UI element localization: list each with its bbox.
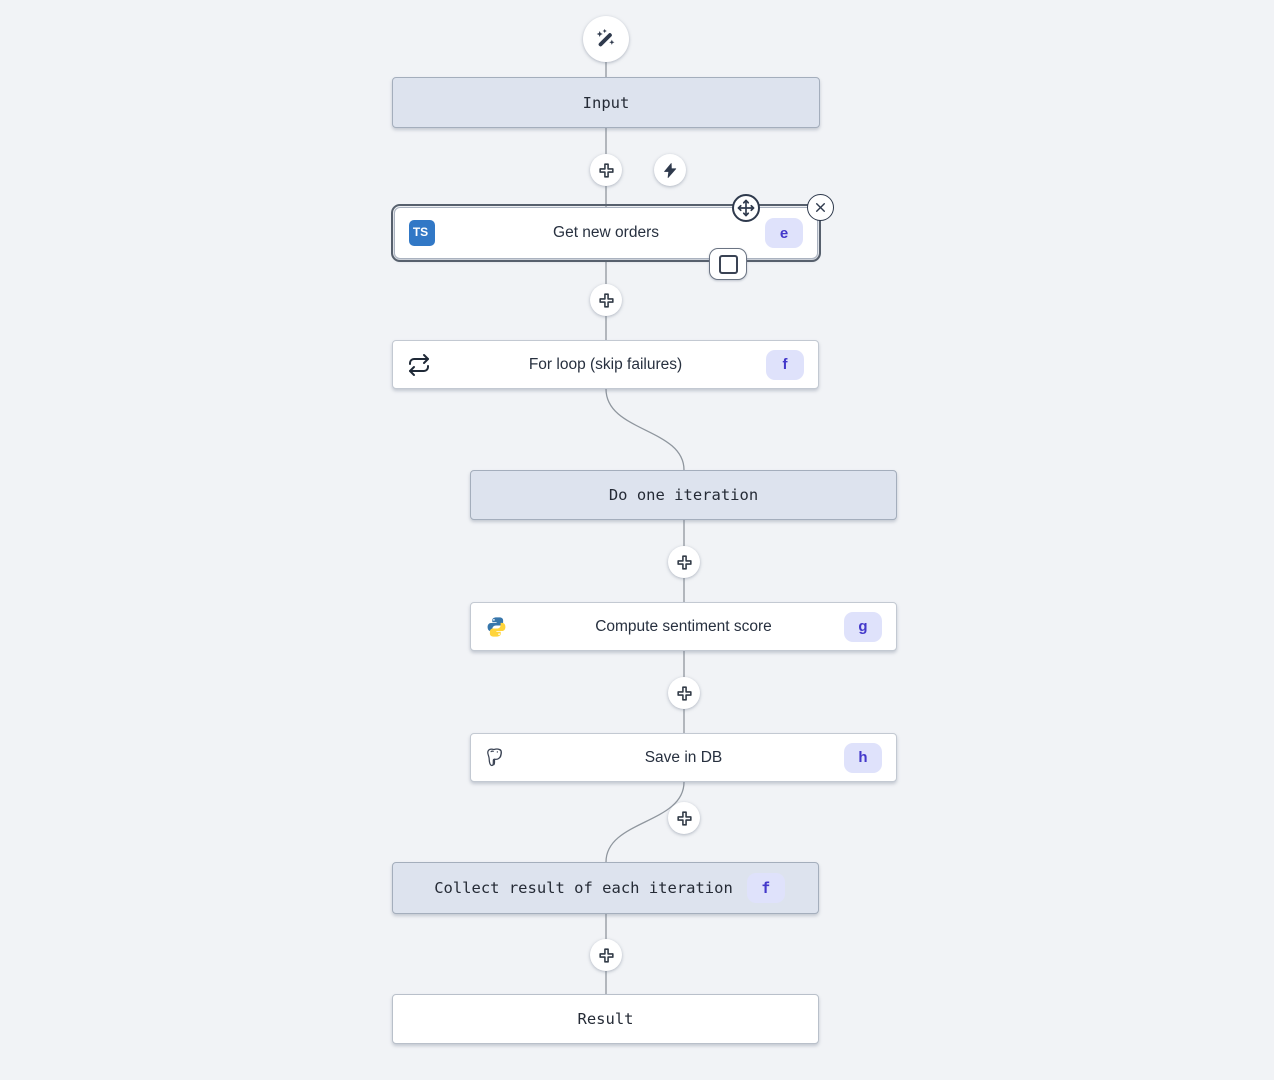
node-label: Get new orders — [553, 224, 659, 241]
node-id-badge: h — [844, 742, 882, 773]
move-arrows-icon — [737, 199, 755, 217]
plus-icon — [597, 161, 616, 180]
edge-forloop-iteration — [605, 388, 685, 471]
plus-icon — [597, 291, 616, 310]
trigger-button[interactable] — [654, 154, 686, 186]
node-label: Save in DB — [644, 748, 723, 766]
node-id-badge: e — [765, 218, 803, 248]
node-collect-result[interactable]: Collect result of each iteration f — [392, 862, 819, 914]
move-node-handle[interactable] — [732, 194, 760, 222]
python-icon — [485, 615, 508, 638]
lightning-icon — [662, 162, 679, 179]
wand-sparkles-icon — [593, 26, 619, 52]
node-label: For loop (skip failures) — [528, 355, 683, 373]
add-step-button[interactable] — [668, 677, 700, 709]
node-id-badge: f — [746, 873, 785, 903]
node-do-one-iteration[interactable]: Do one iteration — [470, 470, 897, 520]
node-result[interactable]: Result — [392, 994, 819, 1044]
node-label: Compute sentiment score — [595, 617, 772, 635]
node-label: Result — [577, 1010, 634, 1028]
add-step-button[interactable] — [590, 154, 622, 186]
add-step-button[interactable] — [668, 802, 700, 834]
remove-node-button[interactable] — [807, 194, 834, 221]
ai-flow-builder-button[interactable] — [583, 16, 629, 62]
node-label: Input — [582, 93, 630, 112]
square-outline-icon — [718, 254, 738, 274]
node-label: Do one iteration — [608, 486, 759, 504]
typescript-icon: TS — [409, 220, 435, 246]
node-compute-sentiment-score[interactable]: Compute sentiment score g — [470, 602, 897, 651]
plus-icon — [675, 553, 694, 572]
add-step-button[interactable] — [590, 284, 622, 316]
node-input[interactable]: Input — [392, 77, 820, 128]
add-step-button[interactable] — [590, 939, 622, 971]
node-id-badge: g — [844, 611, 882, 642]
node-get-new-orders[interactable]: TS Get new orders e — [391, 194, 834, 280]
repeat-icon — [407, 353, 431, 377]
node-save-in-db[interactable]: Save in DB h — [470, 733, 897, 782]
close-x-icon — [814, 201, 827, 214]
plus-icon — [597, 946, 616, 965]
plus-icon — [675, 684, 694, 703]
node-checkbox-button[interactable] — [709, 248, 747, 280]
node-label: Collect result of each iteration — [434, 879, 733, 897]
add-step-button[interactable] — [668, 546, 700, 578]
postgresql-icon — [485, 746, 508, 769]
plus-icon — [675, 809, 694, 828]
node-for-loop[interactable]: For loop (skip failures) f — [392, 340, 819, 389]
node-id-badge: f — [766, 349, 804, 380]
